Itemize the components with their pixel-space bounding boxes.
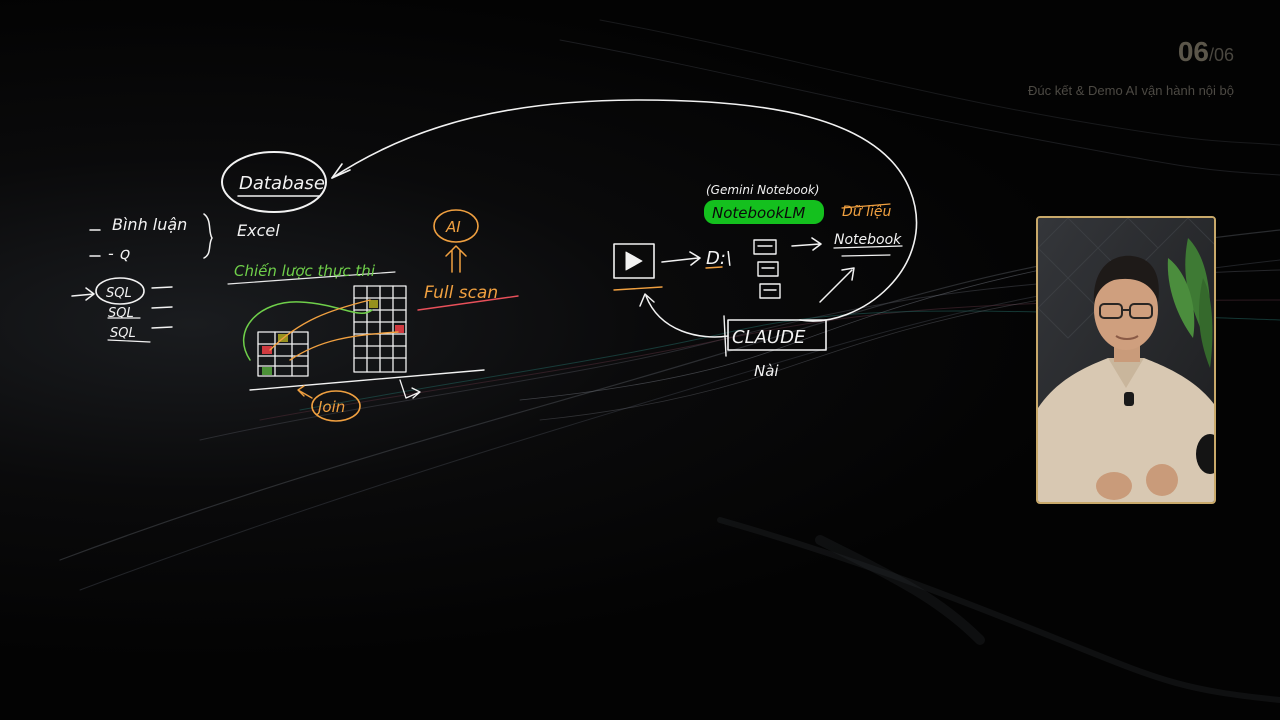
play-icon (625, 251, 643, 271)
video-box-icon (613, 243, 655, 279)
sql-circle (95, 277, 145, 305)
join-curve-green (243, 301, 373, 361)
microphone-icon (1124, 392, 1134, 406)
presenter-avatar (1038, 218, 1214, 502)
plant-icon (1167, 238, 1213, 368)
slide-subtitle: Đúc kết & Demo AI vận hành nội bộ (1028, 83, 1234, 98)
binh-luan-label: Bình luận (112, 215, 187, 234)
sql-label-2: SQL (108, 306, 134, 321)
nai-label: Nài (754, 362, 779, 380)
slide-current: 06 (1177, 36, 1209, 67)
database-label: Database (239, 173, 325, 194)
claude-box (727, 319, 827, 351)
sql-label-1: SQL (106, 286, 132, 301)
question-mark-label: - ꞯ (108, 244, 130, 263)
join-circle (311, 390, 361, 422)
presenter-webcam (1036, 216, 1216, 504)
claude-to-notebook-arrow (819, 267, 855, 303)
big-table-grid (353, 285, 407, 373)
notebook-label: Notebook (834, 232, 902, 248)
du-lieu-label: Dữ liệu (842, 204, 891, 220)
database-circle (221, 151, 327, 213)
ai-double-arrow (445, 245, 467, 273)
notebooklm-label: NotebookLM (712, 204, 805, 222)
brace-icon (203, 213, 213, 259)
claude-label: CLAUDE (732, 327, 806, 348)
strategy-label: Chiến lược thực thi (234, 262, 376, 280)
join-curve-orange (269, 299, 371, 351)
arrow-to-notebook (791, 237, 822, 251)
join-label: Join (315, 398, 345, 416)
sql-label-3: SQL (110, 326, 136, 341)
arc-arrowhead (331, 163, 351, 179)
small-table-grid (257, 331, 309, 377)
drive-label: D:\ (706, 248, 732, 269)
claude-to-video-arrow (639, 293, 729, 338)
strategy-underline (227, 271, 396, 285)
feedback-arc-arrow (331, 99, 918, 322)
excel-label: Excel (237, 221, 280, 240)
ai-circle (433, 209, 479, 243)
slide-counter: 06/06 (1178, 38, 1234, 66)
arrow-to-drive (661, 251, 701, 266)
sql-arrow (71, 287, 95, 301)
gemini-notebook-label: (Gemini Notebook) (706, 183, 819, 197)
slide-total: /06 (1208, 45, 1234, 65)
timeline-line (249, 369, 485, 391)
fullscan-underline (417, 295, 519, 311)
full-scan-label: Full scan (424, 283, 498, 303)
notebooklm-highlight (704, 200, 824, 224)
documents-icon (753, 239, 781, 299)
ai-label: AI (445, 218, 461, 236)
